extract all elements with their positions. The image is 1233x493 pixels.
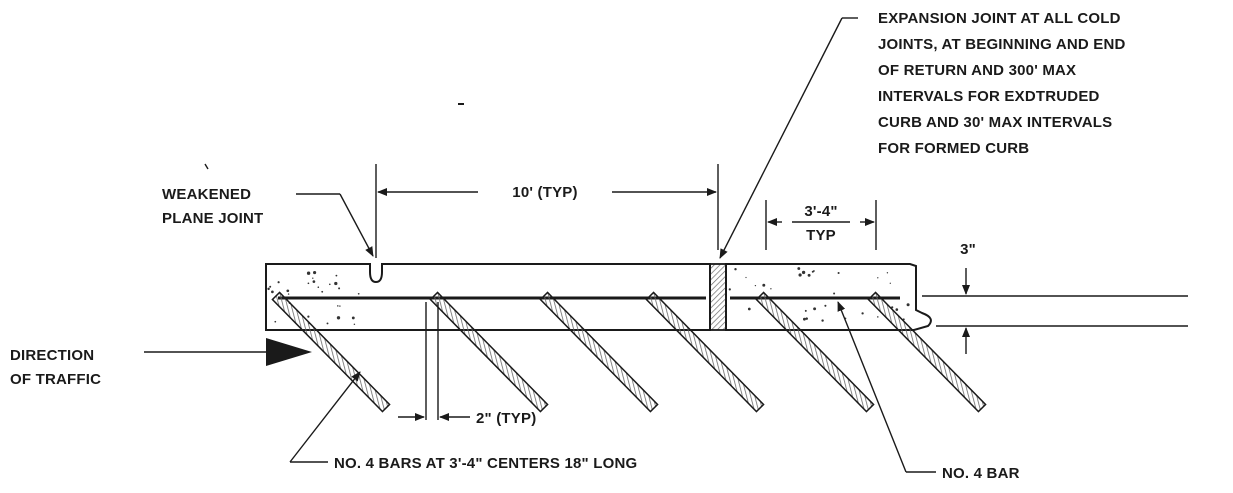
speckle (287, 293, 290, 295)
direction-line-1: DIRECTION (10, 347, 94, 364)
dimension-10ft-label: 10' (TYP) (512, 184, 577, 201)
speckle (277, 281, 280, 284)
speckle (804, 309, 807, 312)
speckle (306, 271, 311, 275)
speckle (312, 280, 316, 283)
expansion-joint-filler (709, 263, 727, 331)
speckle (813, 307, 817, 311)
speckle (357, 292, 360, 295)
speckle (317, 286, 320, 288)
speckle (754, 284, 757, 287)
speckle (770, 288, 772, 290)
expansion-note-line-3: OF RETURN AND 300' MAX (878, 62, 1076, 79)
dimension-10ft: 10' (TYP) (375, 164, 719, 258)
dowel-bar-4 (645, 291, 765, 413)
traffic-arrow-icon (266, 338, 312, 366)
speckle (798, 273, 802, 277)
speckle (833, 292, 836, 295)
speckle (821, 319, 824, 322)
speckle (797, 267, 801, 270)
speckle (321, 290, 324, 293)
speckle (824, 304, 827, 307)
speckle (906, 303, 910, 307)
bars-note-label: NO. 4 BARS AT 3'-4" CENTERS 18" LONG (334, 455, 637, 472)
expansion-joint-note: EXPANSION JOINT AT ALL COLD JOINTS, AT B… (719, 10, 1126, 259)
bars-note: NO. 4 BARS AT 3'-4" CENTERS 18" LONG (289, 371, 637, 472)
speckle (353, 323, 356, 326)
speckle (267, 287, 270, 291)
expansion-note-line-5: CURB AND 30' MAX INTERVALS (878, 114, 1112, 131)
speckle (747, 307, 751, 311)
speckle (807, 273, 811, 277)
speckle (312, 277, 314, 279)
speckle (877, 316, 879, 318)
weakened-line-2: PLANE JOINT (162, 210, 263, 227)
speckle (803, 317, 806, 321)
speckle (335, 274, 338, 277)
speckle (313, 271, 317, 275)
traffic-direction: DIRECTION OF TRAFFIC (10, 338, 312, 388)
speckle (326, 322, 329, 325)
depth-label: 3" (960, 241, 976, 258)
speckle (801, 270, 806, 275)
weakened-joint-note: WEAKENED PLANE JOINT (162, 186, 374, 257)
expansion-note-line-4: INTERVALS FOR EXDTRUDED (878, 88, 1100, 105)
speckle (886, 272, 889, 274)
speckle (337, 305, 339, 307)
dowel-bar-2 (429, 291, 549, 413)
bar-spacing-label: 3'-4" (804, 203, 837, 220)
speckle (307, 315, 310, 318)
speckle (334, 281, 338, 286)
speckle (339, 305, 341, 307)
direction-line-2: OF TRAFFIC (10, 371, 101, 388)
bar-note: NO. 4 BAR (837, 301, 1020, 482)
dowel-bars (271, 291, 987, 413)
speckle (269, 285, 272, 288)
speckle (728, 288, 731, 291)
dowel-bar-6 (867, 291, 987, 413)
speckle (895, 308, 899, 311)
expansion-note-line-1: EXPANSION JOINT AT ALL COLD (878, 10, 1121, 27)
speckle (286, 289, 290, 293)
speckle (329, 283, 331, 286)
expansion-note-line-6: FOR FORMED CURB (878, 140, 1029, 157)
speckle (837, 271, 840, 275)
expansion-note-line-2: JOINTS, AT BEGINNING AND END (878, 36, 1126, 53)
speckle (861, 312, 864, 315)
speckle (745, 276, 747, 279)
speckle (734, 268, 737, 271)
dowel-bar-5 (755, 291, 875, 413)
offset-label: 2" (TYP) (476, 410, 536, 427)
speckle (762, 283, 766, 287)
speckle (889, 282, 891, 284)
speckle (351, 316, 355, 320)
speckle (811, 270, 814, 273)
speckle (307, 282, 310, 285)
speckle (805, 317, 808, 320)
speckle (271, 290, 274, 294)
dimension-offset: 2" (TYP) (398, 302, 536, 427)
dimension-bar-spacing: 3'-4" TYP (765, 200, 877, 250)
bar-note-label: NO. 4 BAR (942, 465, 1020, 482)
concrete-texture (267, 267, 910, 326)
bar-spacing-typ-label: TYP (806, 227, 836, 244)
dimension-depth: 3" (922, 241, 1188, 354)
speckle (338, 287, 341, 290)
weakened-line-1: WEAKENED (162, 186, 251, 203)
speckle (336, 316, 341, 320)
curb-body (265, 263, 932, 331)
dowel-bar-3 (539, 291, 659, 413)
speckle (274, 320, 277, 323)
speckle (877, 277, 879, 279)
dowel-bar-1 (271, 291, 391, 413)
